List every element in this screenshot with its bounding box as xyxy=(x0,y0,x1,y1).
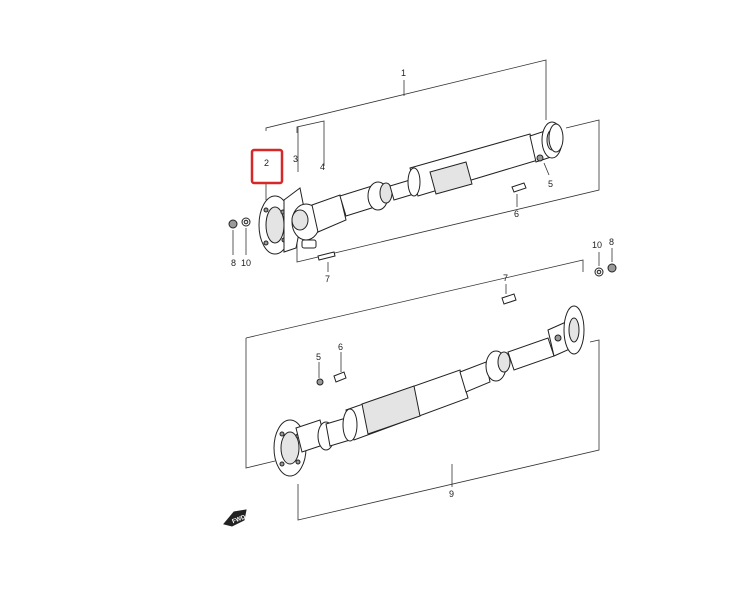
assembly-9-bracket xyxy=(245,259,600,521)
callout-10-lower: 10 xyxy=(592,240,602,250)
nut-and-washer-lower xyxy=(316,263,617,386)
nut-and-washer-top xyxy=(228,217,251,229)
callout-1: 1 xyxy=(401,68,406,78)
leader-lines-lower xyxy=(318,248,613,378)
callout-6-lower: 6 xyxy=(338,342,343,352)
leader-lines-top xyxy=(232,162,550,272)
callout-highlight-box[interactable] xyxy=(250,148,284,185)
forward-direction-arrow-icon: FWD xyxy=(223,509,248,527)
callout-8-top: 8 xyxy=(231,258,236,268)
assembly-1-bracket xyxy=(265,59,600,263)
fwd-label: FWD xyxy=(232,514,248,525)
callout-3: 3 xyxy=(293,154,298,164)
callout-9: 9 xyxy=(449,489,454,499)
callout-4: 4 xyxy=(320,162,325,172)
callout-2: 2 xyxy=(264,158,269,168)
callout-8-lower: 8 xyxy=(609,237,614,247)
callout-5-lower: 5 xyxy=(316,352,321,362)
front-propeller-shaft xyxy=(258,121,564,261)
rear-propeller-shaft xyxy=(273,293,585,477)
callout-7-lower: 7 xyxy=(503,273,508,283)
callout-6-top: 6 xyxy=(514,209,519,219)
callout-7-top: 7 xyxy=(325,274,330,284)
callout-5-top: 5 xyxy=(548,179,553,189)
callout-10-top: 10 xyxy=(241,258,251,268)
